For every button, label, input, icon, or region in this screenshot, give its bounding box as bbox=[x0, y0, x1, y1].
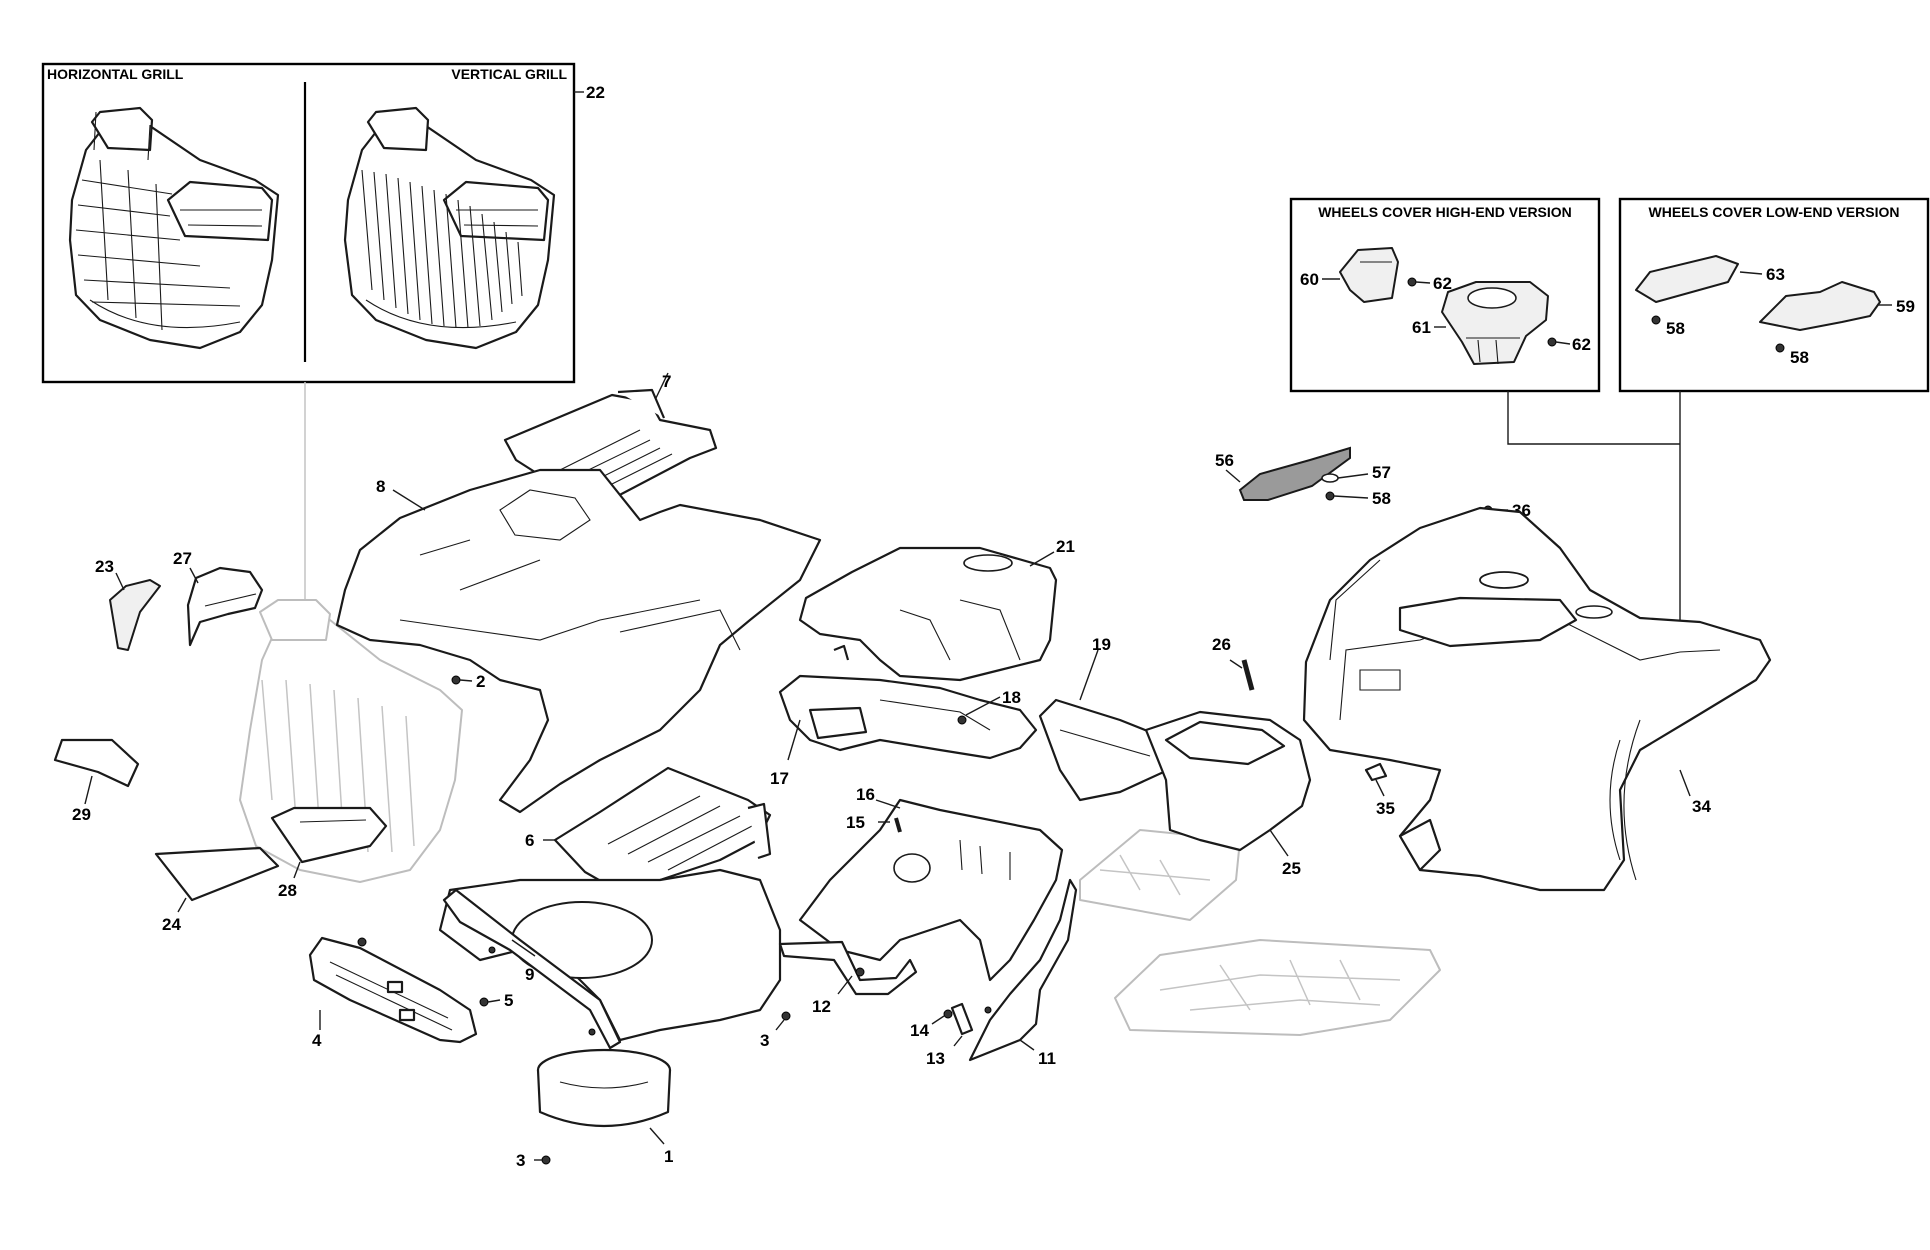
low-end-panel-frame bbox=[1618, 197, 1930, 393]
callout-8: 8 bbox=[376, 477, 385, 496]
part-34-rear-body: 34 bbox=[1302, 506, 1772, 892]
part-61-shape bbox=[1441, 281, 1549, 365]
callout-23: 23 bbox=[95, 557, 114, 576]
callout-59: 59 bbox=[1896, 297, 1915, 316]
callout-18: 18 bbox=[1002, 688, 1021, 707]
callout-58a: 58 bbox=[1372, 489, 1391, 508]
part-12: 12 bbox=[778, 940, 918, 1016]
callout-9: 9 bbox=[525, 965, 534, 984]
part-9-front-chassis: 9 bbox=[438, 868, 782, 1050]
callout-29: 29 bbox=[72, 805, 91, 824]
part-63-shape bbox=[1635, 255, 1739, 303]
wheels-cover-low-end-panel: WHEELS COVER LOW-END VERSION 63 59 58 58 bbox=[1618, 197, 1930, 393]
callout-34: 34 bbox=[1692, 797, 1711, 816]
part-19: 19 bbox=[1038, 635, 1182, 802]
part-56-strip: 56 57 58 bbox=[1215, 446, 1391, 508]
callout-19: 19 bbox=[1092, 635, 1111, 654]
high-end-title: WHEELS COVER HIGH-END VERSION bbox=[1318, 204, 1572, 220]
callout-11: 11 bbox=[1038, 1049, 1056, 1068]
ghost-floor-plates bbox=[1079, 829, 1441, 1036]
high-end-panel-frame bbox=[1289, 197, 1601, 393]
part-59-shape bbox=[1759, 281, 1881, 331]
part-23: 23 bbox=[95, 557, 161, 651]
horizontal-grill-drawing bbox=[68, 106, 280, 350]
callout-63: 63 bbox=[1766, 265, 1785, 284]
screw-3a bbox=[781, 1011, 791, 1021]
wheels-cover-high-end-panel: WHEELS COVER HIGH-END VERSION 60 62 61 6… bbox=[1289, 197, 1601, 393]
part-35 bbox=[1364, 762, 1388, 782]
callout-16: 16 bbox=[856, 785, 875, 804]
callout-5: 5 bbox=[504, 991, 513, 1010]
low-end-title: WHEELS COVER LOW-END VERSION bbox=[1649, 204, 1900, 220]
callout-28: 28 bbox=[278, 881, 297, 900]
callout-25: 25 bbox=[1282, 859, 1301, 878]
callout-24: 24 bbox=[162, 915, 181, 934]
callout-35: 35 bbox=[1376, 799, 1395, 818]
callout-62a: 62 bbox=[1433, 274, 1452, 293]
part-1-ring: 1 bbox=[536, 1048, 673, 1166]
callout-60: 60 bbox=[1300, 270, 1319, 289]
callout-7: 7 bbox=[662, 372, 671, 391]
callout-21: 21 bbox=[1056, 537, 1075, 556]
vertical-grill-drawing bbox=[343, 106, 556, 350]
callout-13: 13 bbox=[926, 1049, 945, 1068]
callout-12: 12 bbox=[812, 997, 831, 1016]
part-14-13: 14 13 bbox=[910, 1002, 974, 1068]
callout-15: 15 bbox=[846, 813, 865, 832]
callout-56: 56 bbox=[1215, 451, 1234, 470]
callout-27: 27 bbox=[173, 549, 192, 568]
callout-2: 2 bbox=[476, 672, 485, 691]
part-17-dash-base: 17 18 bbox=[770, 644, 1038, 788]
callout-58c: 58 bbox=[1790, 348, 1809, 367]
callout-57: 57 bbox=[1372, 463, 1391, 482]
vertical-grill-title: VERTICAL GRILL bbox=[451, 66, 567, 82]
part-11: 11 bbox=[968, 878, 1078, 1068]
callout-14: 14 bbox=[910, 1021, 929, 1040]
callout-4: 4 bbox=[312, 1031, 322, 1050]
part-21-cowl: 21 bbox=[798, 537, 1075, 682]
callout-1: 1 bbox=[664, 1147, 673, 1166]
callout-62b: 62 bbox=[1572, 335, 1591, 354]
callout-22: 22 bbox=[586, 83, 605, 102]
callout-6: 6 bbox=[525, 831, 534, 850]
callout-3b: 3 bbox=[516, 1151, 525, 1170]
horizontal-grill-title: HORIZONTAL GRILL bbox=[47, 66, 184, 82]
grill-variants-panel: HORIZONTAL GRILL VERTICAL GRILL 22 bbox=[41, 62, 605, 665]
callout-17: 17 bbox=[770, 769, 789, 788]
grill-panel-frame bbox=[41, 62, 576, 384]
screw-3b bbox=[541, 1155, 551, 1165]
part-8-hood: 8 2 bbox=[335, 468, 822, 814]
callout-26: 26 bbox=[1212, 635, 1231, 654]
callout-61: 61 bbox=[1412, 318, 1431, 337]
part-24: 24 bbox=[154, 846, 280, 934]
part-16-console: 15 16 bbox=[798, 785, 1064, 982]
part-29: 29 bbox=[53, 738, 140, 824]
part-26-bolt: 26 bbox=[1212, 635, 1255, 691]
callout-58b: 58 bbox=[1666, 319, 1685, 338]
part-60-shape bbox=[1339, 247, 1399, 303]
part-25-box: 25 bbox=[1144, 710, 1312, 878]
part-28: 28 bbox=[270, 806, 388, 900]
callout-3a: 3 bbox=[760, 1031, 769, 1050]
part-27: 27 bbox=[173, 549, 264, 647]
part-4-bracket: 5 4 bbox=[308, 936, 513, 1050]
